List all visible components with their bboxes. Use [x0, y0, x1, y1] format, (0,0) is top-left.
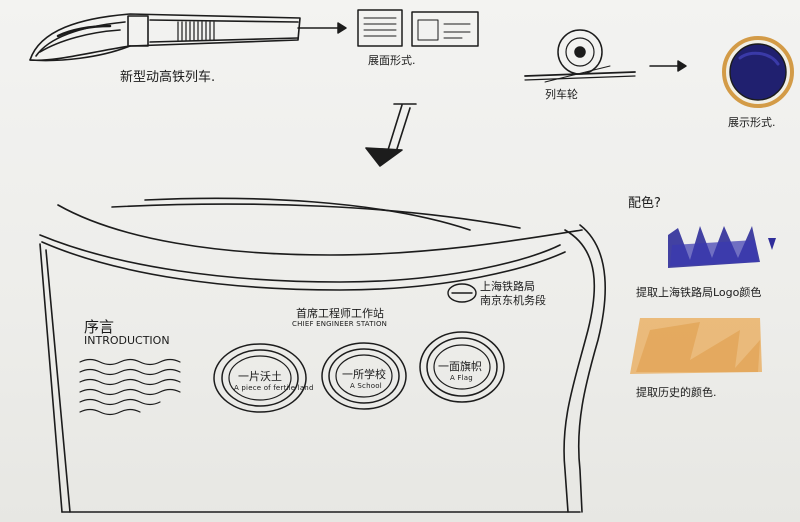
logo-line-2: 南京东机务段	[480, 294, 546, 307]
blue-swatch-note: 提取上海铁路局Logo颜色	[636, 286, 762, 299]
circle-2-title: 一所学校	[342, 368, 386, 381]
display-form-caption-2: 展示形式.	[728, 116, 776, 129]
circle-1-subtitle: A piece of fertile land	[234, 384, 314, 392]
arrow-wheel-to-disc	[649, 60, 687, 72]
circle-1-title: 一片沃土	[238, 370, 282, 383]
display-form-caption-1: 展面形式.	[368, 54, 416, 67]
color-heading: 配色?	[628, 196, 661, 211]
train-sketch	[29, 13, 301, 62]
arrow-train-to-panels	[297, 22, 347, 34]
intro-text-lines	[79, 358, 181, 416]
arrow-down	[365, 103, 417, 167]
station-title: 首席工程师工作站	[296, 307, 384, 320]
circle-medallion-3	[419, 331, 505, 403]
wheel-caption: 列车轮	[545, 88, 578, 101]
circle-medallion-1	[213, 343, 307, 413]
exhibition-board	[39, 197, 607, 513]
intro-title: 序言	[84, 318, 115, 336]
circle-3-subtitle: A Flag	[450, 374, 473, 382]
orange-swatch	[630, 318, 762, 374]
blue-swatch	[668, 226, 776, 268]
display-panels-sketch	[357, 9, 479, 47]
circle-2-subtitle: A School	[350, 382, 382, 390]
display-disc	[722, 36, 794, 108]
orange-swatch-note: 提取历史的颜色.	[636, 386, 717, 399]
train-caption: 新型动高铁列车.	[120, 70, 216, 85]
circle-medallion-2	[321, 342, 407, 410]
wheel-sketch	[524, 29, 636, 83]
railway-logo-mark	[447, 283, 477, 303]
logo-line-1: 上海铁路局	[480, 280, 535, 293]
intro-subtitle: INTRODUCTION	[84, 334, 170, 347]
circle-3-title: 一面旗帜	[438, 360, 482, 373]
station-subtitle: CHIEF ENGINEER STATION	[292, 320, 388, 328]
